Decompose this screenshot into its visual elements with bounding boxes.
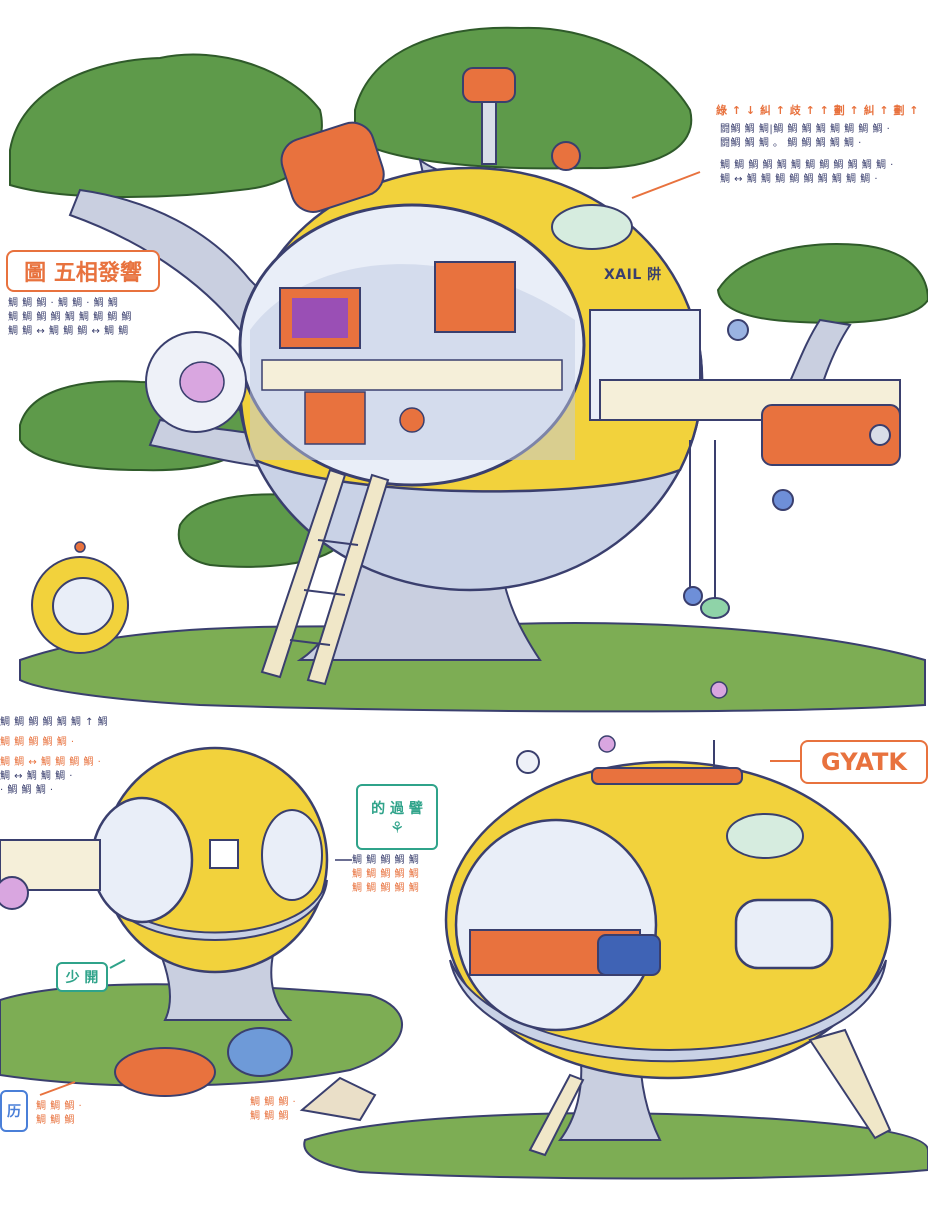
note-line: 鯛 鯛 鯛 鯛 鯛 ·: [0, 737, 75, 748]
note-line: 鯛 鯛 鯛: [250, 1111, 289, 1122]
ladder-top: [260, 468, 390, 686]
note-line: 鯛 鯛 ↔ 鯛 鯛 鯛 ↔ 鯛 鯛: [8, 326, 129, 337]
note-line: 鯛 鯛 鯛 · 鯛 鯛 · 鯛 鯛: [8, 298, 119, 309]
ladder-bottom-right: [528, 1028, 892, 1157]
note-line: 闘鯛 鯛 鯛|鯛 鯛 鯛 鯛 鯛 鯛 鯛 鯛 ·: [720, 124, 891, 135]
note-line: 鯛 鯛 鯛: [36, 1115, 75, 1126]
tree-canopy-top: [9, 26, 928, 568]
small-badge: 的 過 譬 ⚘: [356, 784, 438, 850]
sprout-icon: ⚘: [389, 817, 405, 837]
note-line: · 鯛 鯛 鯛 ·: [0, 785, 54, 796]
left-upper-notes: 鯛 鯛 鯛 · 鯛 鯛 · 鯛 鯛 鯛 鯛 鯛 鯛 鯛 鯛 鯛 鯛 鯛 鯛 鯛 …: [8, 297, 132, 339]
pod-sign: XAIL 阱: [604, 267, 662, 283]
note-line: 鯛 ↔ 鯛 鯛 鯛 ·: [0, 771, 73, 782]
note-line: 鯛 鯛 鯛 鯛 鯛 鯛 鯛 鯛 鯛 鯛 鯛 鯛 ·: [720, 160, 894, 171]
mid-callout-notes: 鯛 鯛 鯛 鯛 鯛 鯛 鯛 鯛 鯛 鯛 鯛 鯛 鯛 鯛 鯛: [352, 854, 419, 896]
bottom-left-notes: 鯛 鯛 鯛 · 鯛 鯛 鯛: [36, 1100, 82, 1128]
note-line: 鯛 鯛 鯛 ·: [250, 1097, 297, 1108]
edge-badge: 历: [0, 1090, 28, 1132]
note-line: 闘鯛 鯛 鯛 。 鯛 鯛 鯛 鯛 鯛 ·: [720, 138, 862, 149]
bottom-mid-notes: 鯛 鯛 鯛 · 鯛 鯛 鯛: [250, 1096, 296, 1124]
note-line: 鯛 鯛 鯛 鯛 鯛: [352, 855, 420, 866]
note-line: 鯛 鯛 鯛 鯛 鯛: [352, 883, 420, 894]
top-right-heading: 綠 ↑ ↓ 糾 ↑ 歧 ↑ ↑ 劃 ↑ 糾 ↑ 劃 ↑: [716, 104, 920, 117]
main-pod-skylight: [551, 204, 633, 250]
tag-right: GYATK: [800, 740, 928, 784]
note-line: 鯛 ↔ 鯛 鯛 鯛 鯛 鯛 鯛 鯛 鯛 鯛 ·: [720, 174, 879, 185]
note-line: 鯛 鯛 ↔ 鯛 鯛 鯛 鯛 ·: [0, 757, 102, 768]
note-line: 鯛 鯛 鯛 鯛 鯛 鯛 ↑ 鯛: [0, 717, 109, 728]
title-badge-left: 圖 五相發響: [6, 250, 160, 292]
note-line: 鯛 鯛 鯛 ·: [36, 1101, 83, 1112]
note-line: 鯛 鯛 鯛 鯛 鯛 鯛 鯛 鯛 鯛: [8, 312, 132, 323]
small-badge-title: 的 過 譬: [371, 800, 423, 817]
left-lower-notes: 鯛 鯛 鯛 鯛 鯛 鯛 ↑ 鯛 鯛 鯛 鯛 鯛 鯛 · 鯛 鯛 ↔ 鯛 鯛 鯛 …: [0, 716, 108, 798]
top-right-notes: 闘鯛 鯛 鯛|鯛 鯛 鯛 鯛 鯛 鯛 鯛 鯛 · 闘鯛 鯛 鯛 。 鯛 鯛 鯛 …: [720, 123, 894, 187]
left-badge: 少 開: [56, 962, 108, 992]
note-line: 鯛 鯛 鯛 鯛 鯛: [352, 869, 420, 880]
